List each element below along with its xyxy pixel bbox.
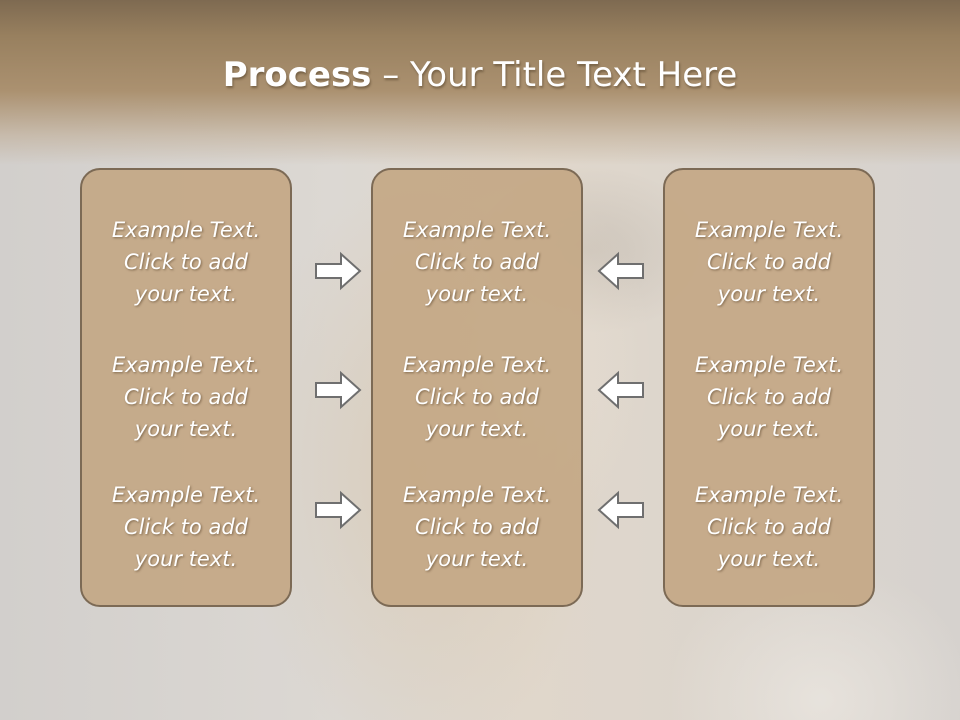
text-line: your text. [425, 547, 529, 571]
text-block[interactable]: Example Text. Click to add your text. [665, 214, 873, 310]
left-arrow-icon [597, 490, 644, 530]
panel-middle[interactable]: Example Text. Click to add your text. Ex… [371, 168, 583, 607]
slide-title[interactable]: Process – Your Title Text Here [0, 52, 960, 98]
text-line: Click to add [414, 250, 539, 274]
panel-right[interactable]: Example Text. Click to add your text. Ex… [663, 168, 875, 607]
text-line: Example Text. [111, 483, 261, 507]
title-bold: Process [222, 55, 372, 95]
text-line: your text. [425, 282, 529, 306]
text-block[interactable]: Example Text. Click to add your text. [82, 349, 290, 445]
text-block[interactable]: Example Text. Click to add your text. [82, 214, 290, 310]
text-line: your text. [134, 417, 238, 441]
right-arrow-icon [315, 490, 362, 530]
text-block[interactable]: Example Text. Click to add your text. [665, 479, 873, 575]
text-line: Click to add [706, 385, 831, 409]
text-line: Example Text. [402, 483, 552, 507]
text-block[interactable]: Example Text. Click to add your text. [373, 349, 581, 445]
text-line: Click to add [414, 385, 539, 409]
text-line: Example Text. [402, 353, 552, 377]
text-block[interactable]: Example Text. Click to add your text. [373, 479, 581, 575]
panel-left[interactable]: Example Text. Click to add your text. Ex… [80, 168, 292, 607]
text-line: Click to add [706, 250, 831, 274]
text-line: Example Text. [402, 218, 552, 242]
text-line: your text. [134, 282, 238, 306]
text-line: your text. [134, 547, 238, 571]
right-arrow-icon [315, 370, 362, 410]
text-block[interactable]: Example Text. Click to add your text. [665, 349, 873, 445]
text-line: your text. [717, 417, 821, 441]
text-line: Click to add [414, 515, 539, 539]
text-line: your text. [425, 417, 529, 441]
text-line: Click to add [123, 385, 248, 409]
text-line: Example Text. [694, 218, 844, 242]
text-line: Example Text. [694, 483, 844, 507]
text-line: Click to add [123, 250, 248, 274]
text-block[interactable]: Example Text. Click to add your text. [82, 479, 290, 575]
left-arrow-icon [597, 251, 644, 291]
text-line: your text. [717, 282, 821, 306]
text-line: Example Text. [694, 353, 844, 377]
text-line: Example Text. [111, 218, 261, 242]
text-block[interactable]: Example Text. Click to add your text. [373, 214, 581, 310]
text-line: Click to add [706, 515, 831, 539]
text-line: Click to add [123, 515, 248, 539]
right-arrow-icon [315, 251, 362, 291]
left-arrow-icon [597, 370, 644, 410]
text-line: your text. [717, 547, 821, 571]
title-bar [0, 0, 960, 165]
text-line: Example Text. [111, 353, 261, 377]
title-rest: – Your Title Text Here [371, 55, 738, 95]
